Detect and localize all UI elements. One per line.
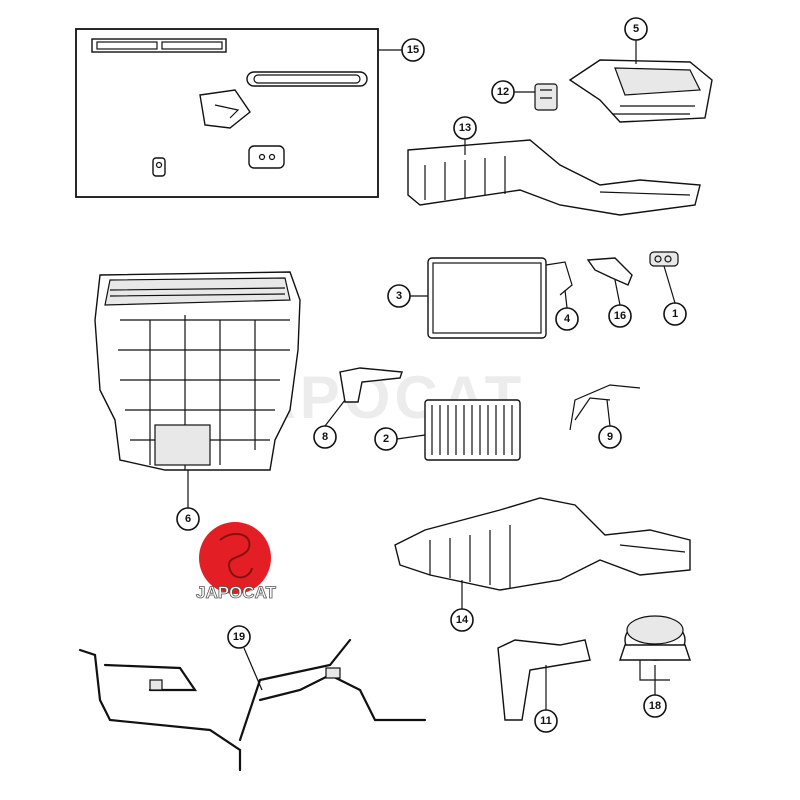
part-18-blower-motor — [619, 615, 691, 681]
callout-8: 8 — [313, 425, 337, 449]
svg-text:19: 19 — [233, 631, 245, 643]
part-6-hvac-housing — [94, 271, 301, 471]
part-15-seal-kit — [75, 28, 379, 198]
callout-3: 3 — [387, 284, 411, 308]
callout-12: 12 — [491, 80, 515, 104]
japocat-logo: JAPOCAT — [196, 522, 277, 602]
part-5-housing — [568, 59, 713, 123]
svg-text:12: 12 — [497, 86, 509, 98]
svg-text:18: 18 — [649, 700, 661, 712]
part-1-sensor — [649, 251, 679, 267]
svg-text:9: 9 — [607, 431, 613, 443]
svg-text:4: 4 — [564, 313, 571, 325]
svg-text:15: 15 — [407, 44, 419, 56]
svg-text:5: 5 — [633, 23, 639, 35]
svg-text:16: 16 — [614, 310, 626, 322]
svg-text:13: 13 — [459, 122, 471, 134]
callout-5: 5 — [624, 17, 648, 41]
svg-text:3: 3 — [396, 290, 402, 302]
callout-15: 15 — [401, 38, 425, 62]
callout-18: 18 — [643, 694, 667, 718]
callout-2: 2 — [374, 427, 398, 451]
callout-4: 4 — [555, 307, 579, 331]
part-12-actuator — [534, 83, 558, 111]
callout-19: 19 — [227, 625, 251, 649]
callout-6: 6 — [176, 507, 200, 531]
callout-1: 1 — [663, 302, 687, 326]
part-13-housing-lower — [407, 139, 701, 216]
part-16-bracket — [586, 257, 633, 286]
part-3-evaporator — [427, 257, 573, 339]
svg-text:8: 8 — [322, 431, 328, 443]
svg-text:11: 11 — [540, 715, 552, 727]
callout-9: 9 — [598, 425, 622, 449]
part-11-duct — [497, 639, 591, 721]
part-19-wiring-harness — [78, 638, 427, 772]
logo-text: JAPOCAT — [196, 583, 277, 602]
part-14-housing — [394, 497, 691, 591]
callout-16: 16 — [608, 304, 632, 328]
callout-11: 11 — [534, 709, 558, 733]
callout-14: 14 — [450, 608, 474, 632]
svg-text:6: 6 — [185, 513, 191, 525]
svg-text:2: 2 — [383, 433, 389, 445]
svg-text:1: 1 — [672, 308, 678, 320]
callout-13: 13 — [453, 116, 477, 140]
part-9-tube — [569, 384, 641, 431]
svg-text:14: 14 — [456, 614, 469, 626]
part-8-actuator — [339, 367, 403, 403]
part-2-heater-core — [424, 399, 521, 461]
